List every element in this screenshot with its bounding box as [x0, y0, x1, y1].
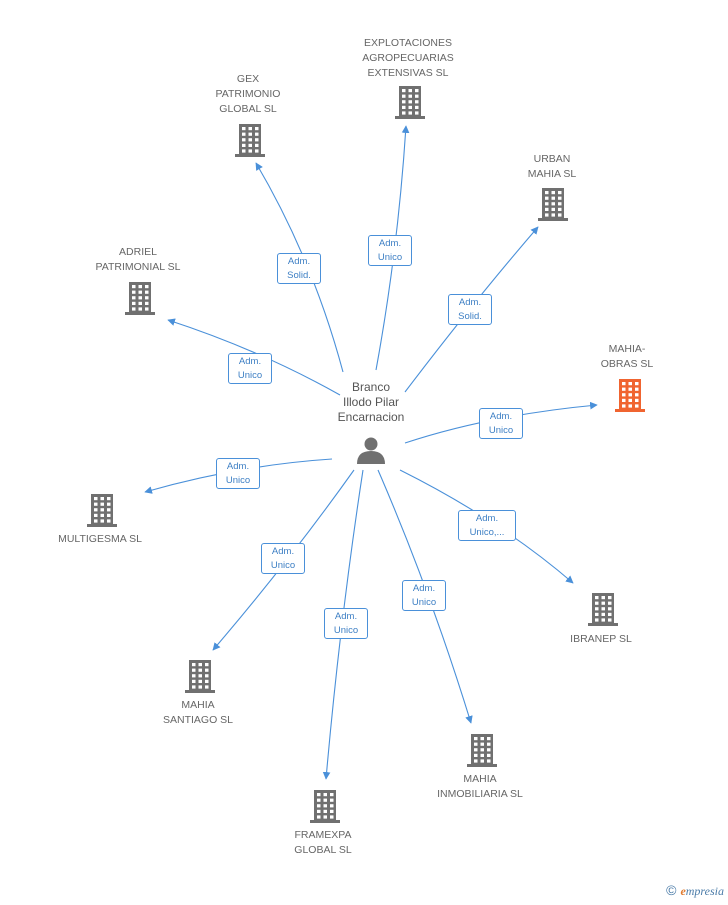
role-label-mahia-inmobiliaria[interactable]: Adm. Unico: [402, 580, 446, 611]
person-icon[interactable]: [357, 437, 385, 465]
company-name-adriel: ADRIEL PATRIMONIAL SL: [95, 246, 181, 273]
building-icon-explotaciones[interactable]: [395, 86, 425, 119]
role-label-framexpa[interactable]: Adm. Unico: [324, 608, 368, 639]
company-name-multigesma: MULTIGESMA SL: [58, 533, 142, 545]
role-label-ibranep[interactable]: Adm. Unico,...: [458, 510, 516, 541]
building-icon-adriel[interactable]: [125, 282, 155, 315]
footer-brand[interactable]: ©empresia: [666, 882, 724, 899]
brand-name: mpresia: [685, 884, 724, 898]
building-icon-multigesma[interactable]: [87, 494, 117, 527]
building-icon-gex[interactable]: [235, 124, 265, 157]
role-label-urban[interactable]: Adm. Solid.: [448, 294, 492, 325]
building-icon-mahia-inmobiliaria[interactable]: [467, 734, 497, 767]
copyright-symbol: ©: [666, 882, 677, 898]
company-name-urban: URBAN MAHIA SL: [527, 153, 577, 180]
company-name-mahia-inmobiliaria: MAHIA INMOBILIARIA SL: [437, 773, 523, 800]
center-person-name: Branco Illodo Pilar Encarnacion: [337, 380, 405, 424]
building-icon-ibranep[interactable]: [588, 593, 618, 626]
company-name-mahia-obras: MAHIA- OBRAS SL: [600, 343, 654, 370]
building-icon-mahia-santiago[interactable]: [185, 660, 215, 693]
building-icon-framexpa[interactable]: [310, 790, 340, 823]
brand-initial: e: [680, 884, 686, 898]
role-label-mahia-santiago[interactable]: Adm. Unico: [261, 543, 305, 574]
role-label-adriel[interactable]: Adm. Unico: [228, 353, 272, 384]
company-name-framexpa: FRAMEXPA GLOBAL SL: [294, 829, 352, 856]
role-label-mahia-obras[interactable]: Adm. Unico: [479, 408, 523, 439]
building-icon-mahia-obras[interactable]: [615, 379, 645, 412]
icons-layer: [87, 86, 645, 823]
role-label-multigesma[interactable]: Adm. Unico: [216, 458, 260, 489]
company-name-explotaciones: EXPLOTACIONES AGROPECUARIAS EXTENSIVAS S…: [362, 37, 454, 79]
role-label-gex[interactable]: Adm. Solid.: [277, 253, 321, 284]
role-label-explotaciones[interactable]: Adm. Unico: [368, 235, 412, 266]
building-icon-urban[interactable]: [538, 188, 568, 221]
company-name-mahia-santiago: MAHIA SANTIAGO SL: [162, 699, 234, 726]
company-name-ibranep: IBRANEP SL: [570, 633, 632, 645]
company-name-gex: GEX PATRIMONIO GLOBAL SL: [215, 73, 281, 115]
